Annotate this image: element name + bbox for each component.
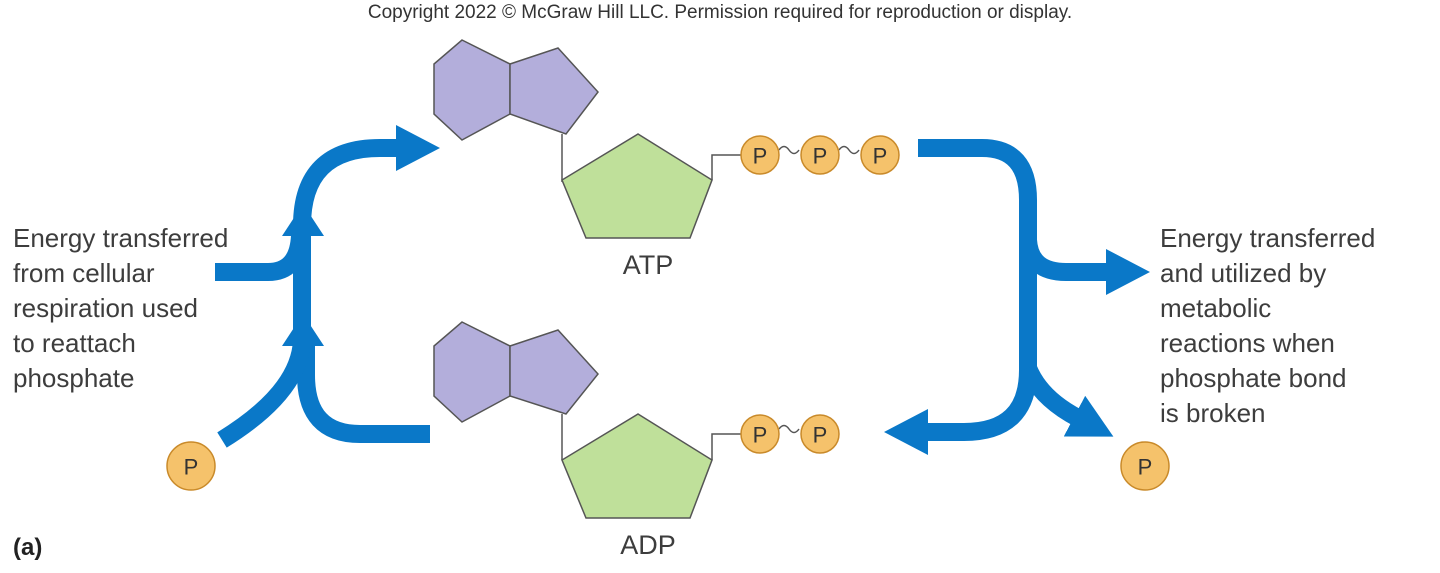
ribose-pentagon bbox=[561, 413, 713, 519]
arrow-energy-out bbox=[1019, 238, 1150, 295]
svg-text:P: P bbox=[753, 423, 768, 448]
phosphate-group: P bbox=[740, 135, 780, 175]
right-release-arrows bbox=[884, 139, 1150, 455]
atp-molecule bbox=[433, 39, 860, 239]
adenine-hexagon bbox=[433, 321, 511, 423]
atp-label: ATP bbox=[622, 250, 674, 280]
free-phosphate-right: P bbox=[1120, 441, 1170, 491]
copyright-notice: Copyright 2022 © McGraw Hill LLC. Permis… bbox=[367, 2, 1073, 23]
adenine-pentagon bbox=[509, 47, 599, 135]
high-energy-bond bbox=[778, 145, 800, 155]
ribose-phosphate-bond bbox=[711, 433, 742, 460]
high-energy-bond bbox=[778, 424, 800, 434]
arrow-atp-down bbox=[884, 139, 1037, 455]
left-energy-label: Energy transferred from cellular respira… bbox=[13, 223, 229, 393]
svg-text:P: P bbox=[184, 455, 199, 480]
phosphate-group: P bbox=[800, 135, 840, 175]
phosphate-group: P bbox=[800, 414, 840, 454]
arrow-phosphate-in bbox=[217, 339, 311, 448]
svg-text:P: P bbox=[873, 144, 888, 169]
svg-text:P: P bbox=[813, 144, 828, 169]
svg-text:P: P bbox=[1138, 455, 1153, 480]
panel-label: (a) bbox=[13, 534, 43, 561]
phosphate-group: P bbox=[740, 414, 780, 454]
free-phosphate-left: P bbox=[166, 441, 216, 491]
high-energy-bond bbox=[838, 145, 860, 155]
arrow-adp-to-junction bbox=[297, 336, 430, 443]
arrow-up-to-atp bbox=[293, 125, 440, 332]
svg-text:P: P bbox=[813, 423, 828, 448]
svg-text:P: P bbox=[753, 144, 768, 169]
adenine-hexagon bbox=[433, 39, 511, 141]
left-recharge-arrows bbox=[215, 125, 440, 448]
adenine-pentagon bbox=[509, 329, 599, 415]
right-energy-label: Energy transferred and utilized by metab… bbox=[1160, 223, 1376, 428]
adp-label: ADP bbox=[620, 530, 676, 560]
chevron-lower bbox=[282, 314, 324, 346]
ribose-phosphate-bond bbox=[711, 154, 742, 180]
adp-molecule bbox=[433, 321, 800, 519]
ribose-pentagon bbox=[561, 133, 713, 239]
arrow-phosphate-out bbox=[1019, 364, 1114, 437]
chevron-upper bbox=[282, 204, 324, 236]
phosphate-group: P bbox=[860, 135, 900, 175]
